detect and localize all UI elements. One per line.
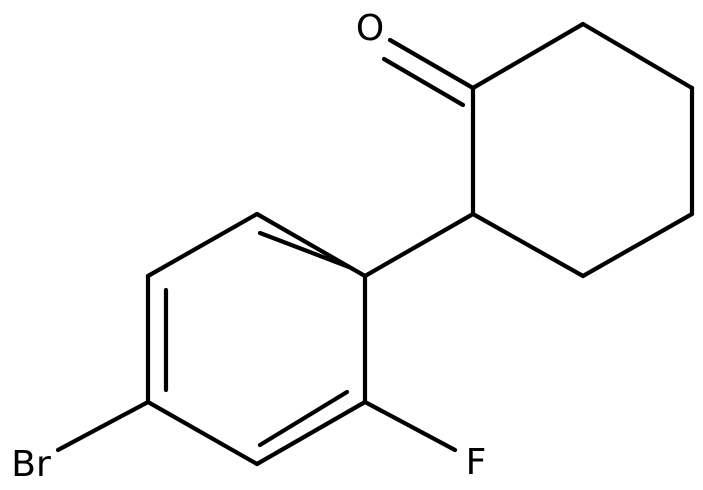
- bond-ar5-ar6: [254, 399, 368, 467]
- bond-c2-c3: [580, 21, 695, 91]
- bond-c5-c6: [470, 211, 586, 279]
- bond-ar4-ar5: [145, 399, 260, 467]
- bond-ring-to-aryl: [362, 211, 476, 279]
- cyclohexanone-ring: [470, 21, 695, 279]
- aromatic-inner-bond-1: [257, 230, 352, 270]
- bond-c4-c5: [580, 211, 695, 279]
- carbonyl-double-bond: [381, 37, 476, 108]
- bond-c1-o-inner: [381, 56, 466, 108]
- oxygen-label: O: [356, 8, 384, 49]
- aromatic-inner-bond-3: [257, 389, 350, 448]
- bond-c1-c2: [470, 21, 586, 91]
- bond-ar4-bromine: [55, 399, 151, 453]
- bond-c1-o-outer: [387, 37, 476, 91]
- bond-ar2-ar3: [145, 211, 260, 279]
- bond-ar6-fluorine: [362, 399, 458, 453]
- bromine-label: Br: [11, 444, 51, 485]
- fluorine-label: F: [466, 442, 487, 483]
- benzene-ring: [145, 211, 368, 467]
